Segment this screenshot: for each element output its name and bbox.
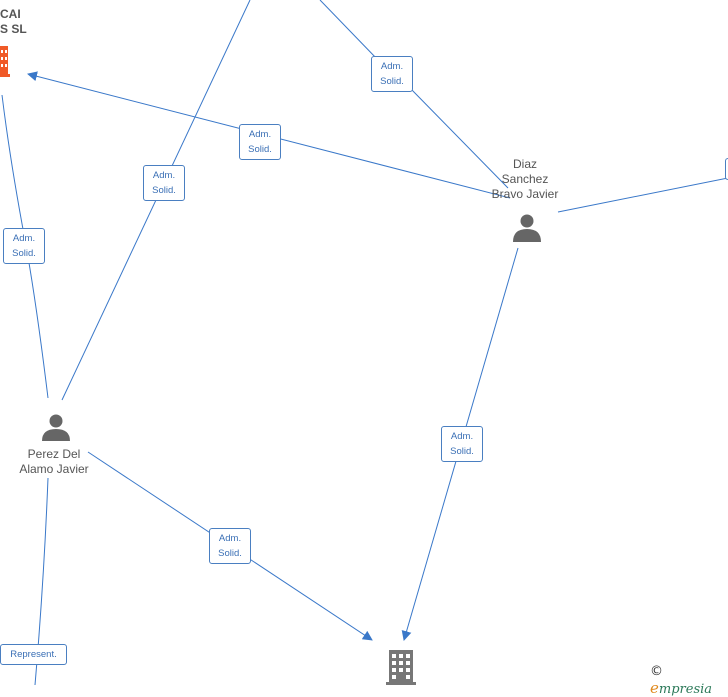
copyright-symbol: © [650,664,663,679]
relation-badge[interactable]: Adm. Solid. [143,165,185,201]
person-icon[interactable] [42,414,70,442]
relation-badge[interactable]: Adm. Solid. [3,228,45,264]
edge-line [557,177,728,213]
company-building-icon[interactable] [386,650,416,685]
relation-badge[interactable]: Adm. Solid. [371,56,413,92]
brand-watermark: © empresia [650,664,728,697]
company-building-icon[interactable] [0,46,10,77]
relation-badge[interactable]: Adm. Solid. [239,124,281,160]
edge-line [409,87,509,189]
relation-badge[interactable] [725,158,728,180]
relation-badge[interactable]: Adm. Solid. [441,426,483,462]
person-name-label: Perez Del Alamo Javier [19,447,89,476]
person-name-label: Diaz Sanchez Bravo Javier [491,157,559,201]
company-name-label: CAI S SL [0,7,27,36]
person-icon[interactable] [513,214,541,243]
relation-badge[interactable]: Adm. Solid. [209,528,251,564]
edge-line [319,0,379,61]
relation-badge[interactable]: Represent. [0,644,67,665]
brand-name: mpresia [658,682,713,697]
brand-initial: e [650,679,659,697]
